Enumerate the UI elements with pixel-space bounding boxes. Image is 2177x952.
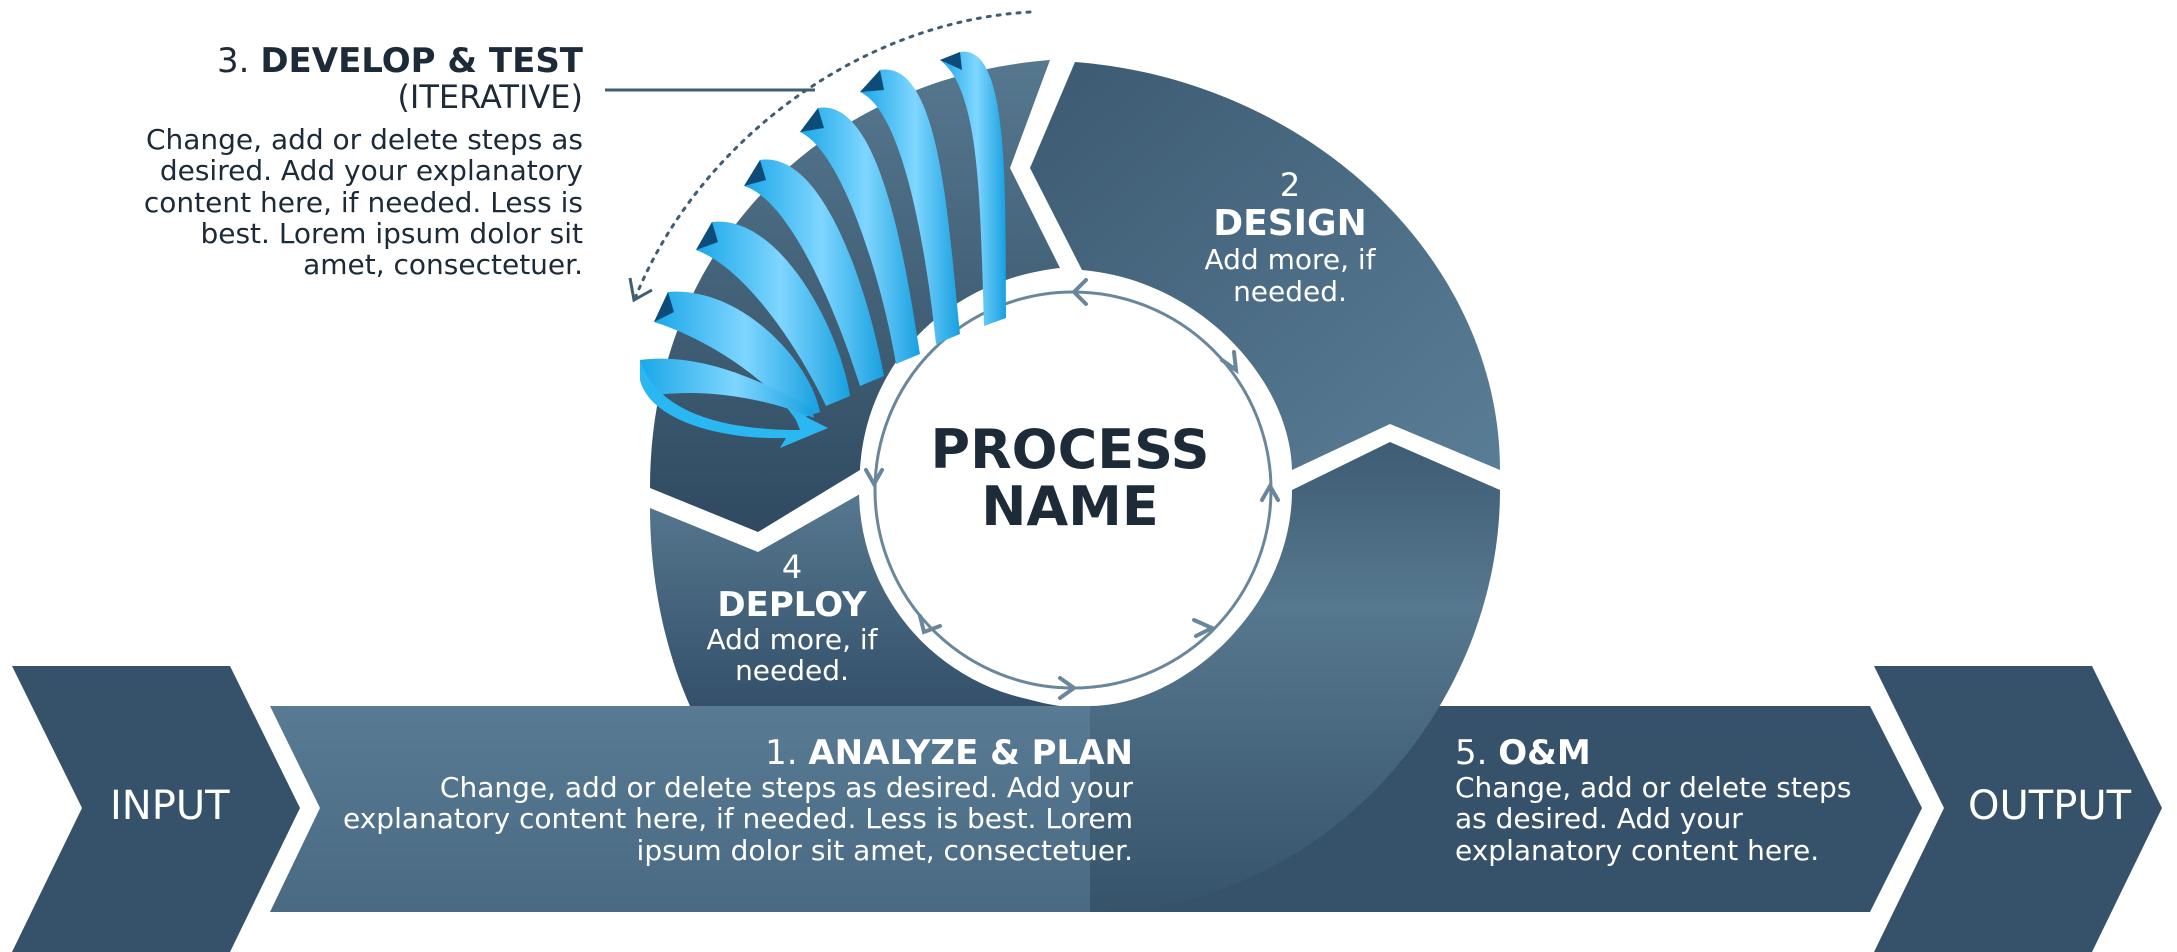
input-label: INPUT — [110, 783, 230, 829]
om-line: as desired. Add your — [1455, 802, 1743, 836]
center-circle — [859, 276, 1287, 704]
analyze-plan-block: 1. ANALYZE & PLAN Change, add or delete … — [343, 734, 1133, 866]
analyze-line: explanatory content here, if needed. Les… — [342, 802, 1133, 836]
develop-title: DEVELOP & TEST — [260, 41, 583, 81]
iterative-ribbon — [640, 51, 1006, 448]
deploy-block: 4 DEPLOY Add more, if needed. — [672, 548, 912, 688]
deploy-line: needed. — [735, 654, 849, 688]
om-ring-segment — [1090, 442, 1500, 912]
process-name-line1: PROCESS — [930, 418, 1210, 481]
deploy-ring-segment — [650, 494, 1060, 706]
design-title: DESIGN — [1213, 202, 1367, 244]
analyze-number: 1. — [765, 733, 798, 773]
deploy-title: DEPLOY — [717, 584, 867, 625]
analyze-line: Change, add or delete steps as desired. … — [439, 771, 1133, 805]
design-line: needed. — [1233, 274, 1347, 308]
develop-number: 3. — [217, 41, 250, 81]
process-name: PROCESS NAME — [920, 418, 1220, 538]
design-ring-segment — [1030, 62, 1500, 470]
develop-line: amet, consectetuer. — [303, 248, 583, 282]
input-chevron — [12, 666, 300, 952]
develop-line: content here, if needed. Less is — [143, 185, 583, 219]
deploy-number: 4 — [781, 548, 803, 586]
output-label: OUTPUT — [1968, 783, 2132, 829]
develop-line: best. Lorem ipsum dolor sit — [200, 216, 583, 250]
om-block: 5. O&M Change, add or delete steps as de… — [1455, 734, 1851, 866]
iteration-dotted-arrow — [634, 10, 1032, 298]
analyze-line: ipsum dolor sit amet, consectetuer. — [636, 833, 1133, 867]
analyze-plan-band — [270, 706, 1100, 912]
iteration-dotted-arrowhead — [628, 277, 653, 303]
develop-line: Change, add or delete steps as — [145, 122, 583, 156]
output-chevron — [1874, 666, 2162, 952]
design-block: 2 DESIGN Add more, if needed. — [1170, 166, 1410, 308]
analyze-title: ANALYZE & PLAN — [808, 733, 1133, 773]
om-line: Change, add or delete steps — [1455, 771, 1852, 805]
process-name-line2: NAME — [981, 474, 1159, 538]
deploy-line: Add more, if — [706, 622, 878, 656]
design-line: Add more, if — [1204, 243, 1376, 277]
om-number: 5. — [1455, 733, 1488, 773]
om-line: explanatory content here. — [1455, 833, 1820, 867]
om-title: O&M — [1498, 733, 1591, 773]
develop-subtitle: (ITERATIVE) — [397, 78, 583, 117]
develop-line: desired. Add your explanatory — [159, 154, 583, 188]
design-number: 2 — [1279, 166, 1301, 204]
develop-test-block: 3. DEVELOP & TEST (ITERATIVE) Change, ad… — [144, 42, 583, 281]
cycle-arrowheads — [864, 278, 1280, 700]
